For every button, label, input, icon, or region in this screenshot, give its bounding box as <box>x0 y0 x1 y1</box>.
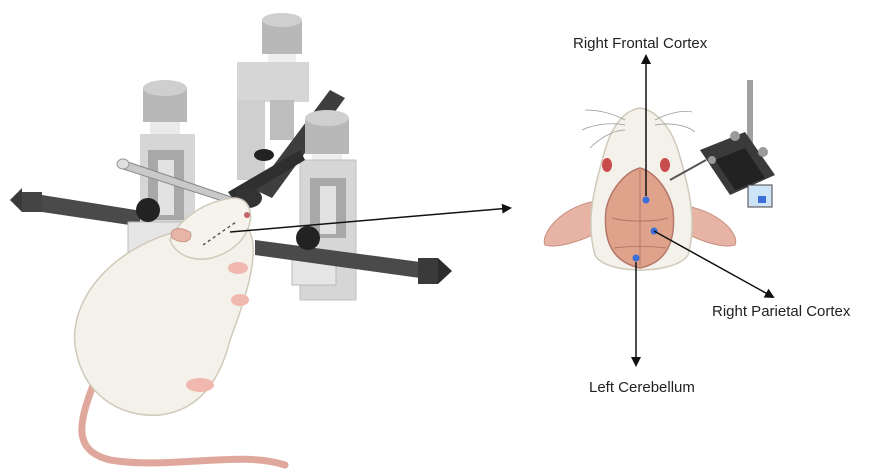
label-left-cerebellum: Left Cerebellum <box>589 379 695 397</box>
site-left-cerebellum <box>633 255 640 262</box>
site-right-frontal <box>643 197 650 204</box>
label-right-frontal-cortex: Right Frontal Cortex <box>573 35 707 53</box>
rat-ear <box>171 229 191 242</box>
zoom-arrow <box>230 208 510 232</box>
label-right-parietal-cortex: Right Parietal Cortex <box>712 303 850 321</box>
rat-hind-paw <box>186 378 214 392</box>
rat-head-top-view <box>544 108 736 270</box>
rat-front-paw <box>231 294 249 306</box>
rat-illustration <box>75 198 285 465</box>
